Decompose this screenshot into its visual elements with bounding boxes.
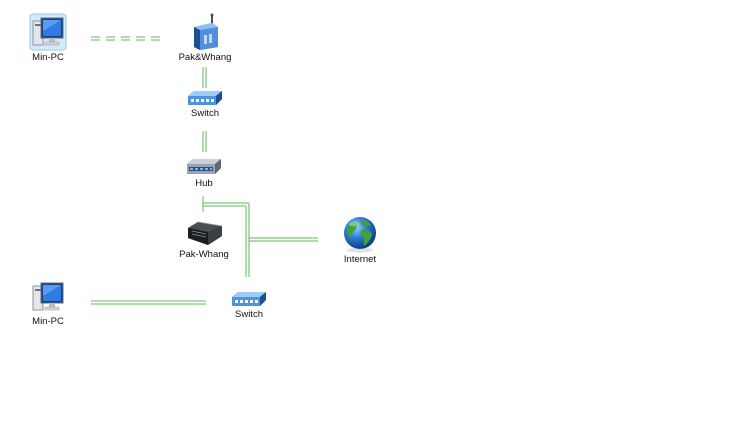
node-label: Hub <box>195 178 213 189</box>
wireless-router-icon <box>188 13 222 51</box>
node-label: Switch <box>191 108 219 119</box>
link-hub-trunk <box>202 196 250 277</box>
node-label: Min-PC <box>32 52 64 63</box>
node-internet[interactable]: Internet <box>334 215 386 265</box>
node-label: Min-PC <box>32 316 64 327</box>
node-pak-whang-gateway[interactable]: Pak-Whang <box>176 218 232 260</box>
hub-icon <box>185 157 223 177</box>
node-label: Pak-Whang <box>179 249 229 260</box>
node-label: Internet <box>343 254 377 265</box>
computer-icon <box>28 13 68 51</box>
link-switch-hub <box>202 131 207 152</box>
node-switch-top[interactable]: Switch <box>180 89 230 119</box>
computer-icon <box>28 281 68 315</box>
switch-icon <box>229 290 269 308</box>
node-min-pc-top[interactable]: Min-PC <box>24 13 72 63</box>
globe-icon <box>341 215 379 253</box>
node-hub[interactable]: Hub <box>181 157 227 189</box>
gateway-icon <box>184 218 224 248</box>
node-pak-whang-router[interactable]: Pak&Whang <box>177 13 233 63</box>
node-switch-bottom[interactable]: Switch <box>224 290 274 320</box>
node-label: Switch <box>235 309 263 320</box>
link-trunk-internet <box>249 237 318 242</box>
node-label: Pak&Whang <box>178 52 232 63</box>
node-min-pc-bottom[interactable]: Min-PC <box>24 281 72 327</box>
link-minpc-switch <box>91 300 206 305</box>
switch-icon <box>185 89 225 107</box>
link-router-switch <box>202 67 207 88</box>
wireless-link-minpc-router <box>91 36 164 41</box>
